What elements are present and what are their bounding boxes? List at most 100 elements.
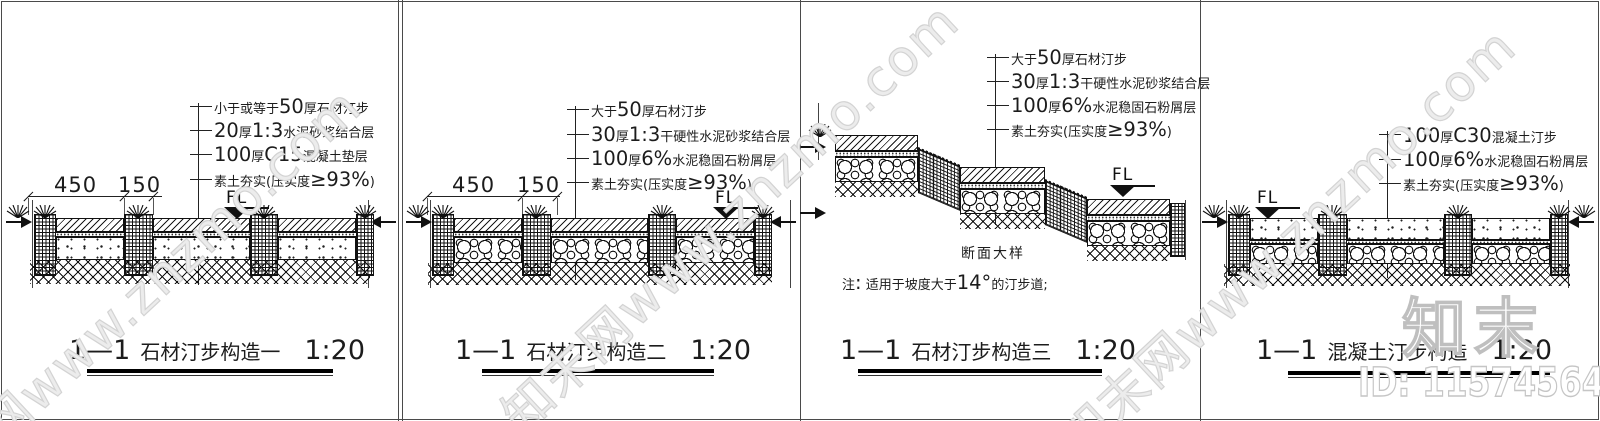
stone-layer <box>454 218 522 232</box>
concrete-slab <box>1347 218 1444 264</box>
leader-tick <box>567 109 589 111</box>
break-arrow-icon <box>800 142 826 152</box>
stone-slab <box>454 218 522 263</box>
section-edge-line <box>790 200 791 288</box>
panel-stone-step-detail-1: 小于或等于50厚石材汀步 20厚1:3水泥砂浆结合层 100厚C15混凝土垫层 … <box>2 0 398 421</box>
panel-stone-step-detail-3: 大于50厚石材汀步 30厚1:3干硬性水泥砂浆结合层 100厚6%水泥稳固石粉屑… <box>800 0 1210 421</box>
title-underline <box>87 369 333 373</box>
leader-tick <box>567 158 589 160</box>
dimension-value-150: 150 <box>517 173 561 197</box>
annotation-layer-1: 大于50厚石材汀步 <box>1011 46 1127 69</box>
step-2 <box>960 167 1045 229</box>
concrete-layer <box>1472 218 1550 240</box>
witness-line <box>522 198 523 215</box>
dimension-line <box>427 196 560 197</box>
title-underline <box>482 375 714 376</box>
mortar-layer <box>676 232 754 237</box>
dimension-value-150: 150 <box>118 173 162 197</box>
grass-icon <box>1202 205 1226 218</box>
annotation-layer-2: 30厚1:3干硬性水泥砂浆结合层 <box>1011 70 1211 93</box>
compacted-soil-layer <box>1087 246 1170 261</box>
detail-scale: 1:20 <box>304 335 365 366</box>
grass-icon <box>252 205 276 218</box>
slope-note: 注: 适用于坡度大于14°的汀步道; <box>842 271 1048 294</box>
grass-icon <box>6 205 30 218</box>
mortar-layer <box>835 151 918 157</box>
witness-line <box>153 198 154 215</box>
stone-chip-layer <box>1250 244 1318 264</box>
level-marker-triangle-icon <box>1110 185 1136 197</box>
detail-number: 1—1 <box>455 335 517 366</box>
leader-tick <box>190 130 212 132</box>
detail-scale: 1:20 <box>1491 335 1552 366</box>
annotation-layer-4: 素土夯实(压实度≥93%) <box>591 171 752 194</box>
annotation-layer-3: 素土夯实(压实度≥93%) <box>1403 172 1564 195</box>
concrete-layer <box>1250 218 1318 240</box>
stone-layer <box>960 167 1045 183</box>
gravel-slope-band <box>1045 179 1087 243</box>
level-marker-bar <box>1121 185 1155 187</box>
annotation-layer-3: 100厚C15混凝土垫层 <box>214 143 368 166</box>
stone-chip-layer <box>835 157 918 182</box>
break-arrow-icon <box>1202 217 1228 227</box>
detail-name: 混凝土汀步构造 <box>1327 340 1468 364</box>
break-arrow-icon <box>800 208 826 218</box>
stone-layer <box>551 218 648 232</box>
title-underline <box>482 369 714 373</box>
section-edge-line <box>32 200 33 288</box>
stone-chip-layer <box>551 237 648 263</box>
gravel-joint <box>754 214 772 276</box>
grass-icon <box>751 205 775 218</box>
dimension-line <box>28 196 162 197</box>
annotation-layer-3: 100厚6%水泥稳固石粉屑层 <box>591 147 777 170</box>
grass-icon <box>1547 205 1571 218</box>
section-edge-line <box>818 103 819 160</box>
stone-slab <box>551 218 648 263</box>
leader-line <box>198 103 200 285</box>
grass-icon <box>650 205 674 218</box>
level-marker-label: FL <box>226 188 248 208</box>
annotation-layer-1: 大于50厚石材汀步 <box>591 98 707 121</box>
leader-tick <box>190 179 212 181</box>
detail-name: 石材汀步构造三 <box>911 340 1052 364</box>
step-1 <box>835 135 918 197</box>
grass-icon <box>126 205 150 218</box>
step-3 <box>1087 199 1170 261</box>
gravel-joint <box>1170 203 1185 257</box>
level-marker-bar <box>235 207 269 209</box>
detail-name: 石材汀步构造一 <box>140 340 281 364</box>
stone-chip-layer <box>1347 244 1444 264</box>
level-marker-label: FL <box>1112 165 1134 185</box>
section-edge-line <box>1226 200 1227 288</box>
grass-icon <box>431 205 455 218</box>
concrete-layer <box>153 237 250 260</box>
level-marker-label: FL <box>1257 188 1279 208</box>
gravel-joint <box>1228 214 1250 276</box>
compacted-soil-layer <box>1224 264 1570 286</box>
grass-icon <box>1227 205 1251 218</box>
grass-icon <box>1320 205 1344 218</box>
concrete-slab <box>1472 218 1550 264</box>
leader-line <box>1387 131 1389 278</box>
grass-icon <box>524 205 548 218</box>
stone-chip-layer <box>676 237 754 263</box>
mortar-layer <box>1087 215 1170 221</box>
concrete-layer <box>56 237 124 260</box>
mortar-layer <box>551 232 648 237</box>
level-marker-triangle-icon <box>1255 207 1281 219</box>
concrete-layer <box>1347 218 1444 240</box>
title-underline <box>858 369 1102 373</box>
mortar-layer <box>960 183 1045 189</box>
dimension-value-450: 450 <box>452 173 496 197</box>
annotation-layer-2: 100厚6%水泥稳固石粉屑层 <box>1403 148 1589 171</box>
title-underline <box>858 375 1102 376</box>
compacted-soil-layer <box>30 260 370 284</box>
detail-scale: 1:20 <box>690 335 751 366</box>
mortar-layer <box>1472 240 1550 244</box>
section-detail-label: 断面大样 <box>961 246 1025 262</box>
annotation-layer-2: 20厚1:3水泥砂浆结合层 <box>214 119 375 142</box>
